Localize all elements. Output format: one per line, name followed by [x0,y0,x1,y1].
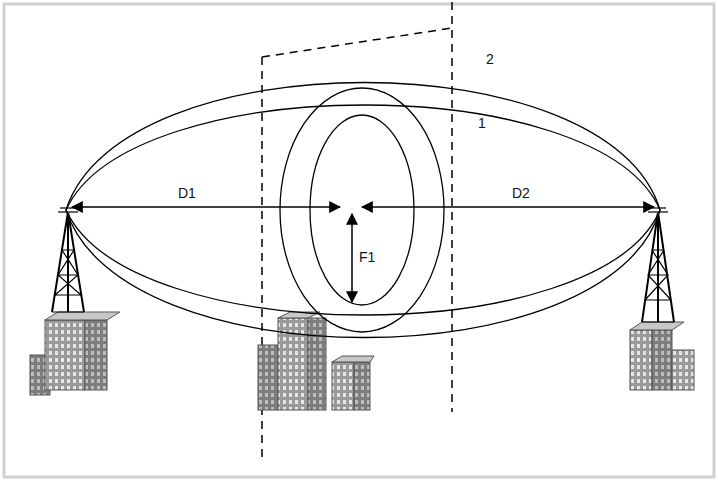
distance-label: D2 [512,186,530,200]
right-tower [630,208,694,390]
left-tower [30,208,120,395]
zone-number: 2 [486,52,494,66]
radius-label: F1 [359,250,375,264]
zone-number: 1 [478,116,486,130]
cross-section-plane [262,2,452,462]
fresnel-zones [66,83,660,338]
dimension-arrows [72,207,654,302]
frame [4,4,714,477]
distance-label: D1 [178,186,196,200]
obstacle-buildings [258,312,374,410]
